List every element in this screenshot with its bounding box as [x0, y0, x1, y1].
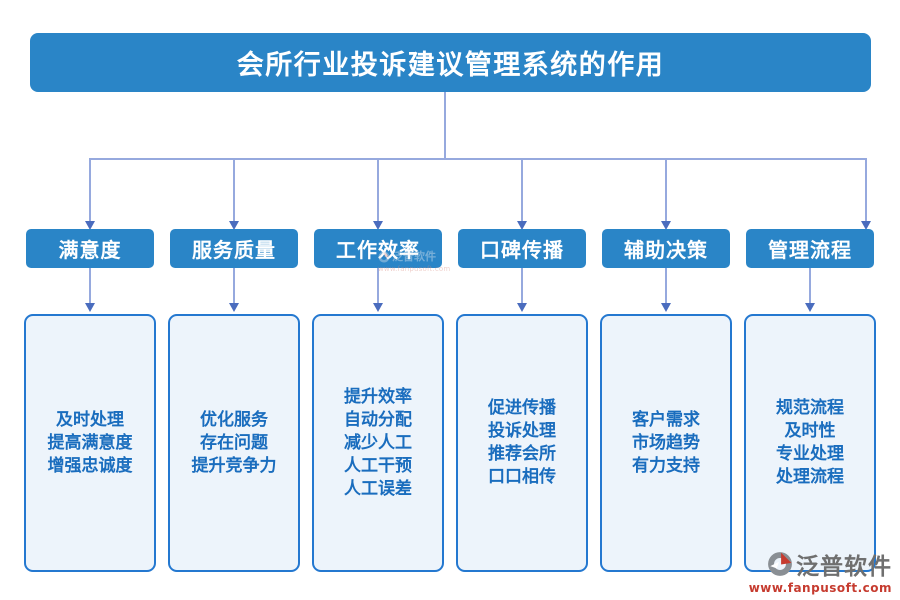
- detail-text: 客户需求 市场趋势 有力支持: [632, 409, 700, 476]
- category-box-service-quality: 服务质量: [170, 229, 298, 268]
- detail-text: 规范流程 及时性 专业处理 处理流程: [776, 398, 844, 487]
- detail-text: 优化服务 存在问题 提升竞争力: [191, 409, 277, 476]
- detail-text: 提升效率 自动分配 减少人工 人工干预 人工误差: [344, 386, 412, 499]
- category-box-decision-support: 辅助决策: [602, 229, 730, 268]
- detail-text: 促进传播 投诉处理 推荐会所 口口相传: [488, 398, 556, 487]
- page-title: 会所行业投诉建议管理系统的作用: [236, 50, 665, 81]
- category-box-word-of-mouth: 口碑传播: [458, 229, 586, 268]
- detail-box-satisfaction: 及时处理 提高满意度 增强忠诚度: [24, 314, 156, 572]
- logo-text: 泛普软件: [796, 553, 892, 580]
- category-box-process-management: 管理流程: [746, 229, 874, 268]
- detail-box-service-quality: 优化服务 存在问题 提升竞争力: [168, 314, 300, 572]
- fanpu-logo: 泛普软件 www.fanpusoft.com: [749, 547, 892, 595]
- detail-text: 及时处理 提高满意度 增强忠诚度: [47, 409, 133, 476]
- detail-box-process-management: 规范流程 及时性 专业处理 处理流程: [744, 314, 876, 572]
- logo-url: www.fanpusoft.com: [748, 581, 892, 595]
- category-box-work-efficiency: 工作效率: [314, 229, 442, 268]
- detail-box-word-of-mouth: 促进传播 投诉处理 推荐会所 口口相传: [456, 314, 588, 572]
- detail-box-decision-support: 客户需求 市场趋势 有力支持: [600, 314, 732, 572]
- category-box-satisfaction: 满意度: [26, 229, 154, 268]
- detail-box-work-efficiency: 提升效率 自动分配 减少人工 人工干预 人工误差: [312, 314, 444, 572]
- fanpu-logo-icon: [767, 551, 793, 577]
- title-banner: 会所行业投诉建议管理系统的作用: [30, 33, 871, 92]
